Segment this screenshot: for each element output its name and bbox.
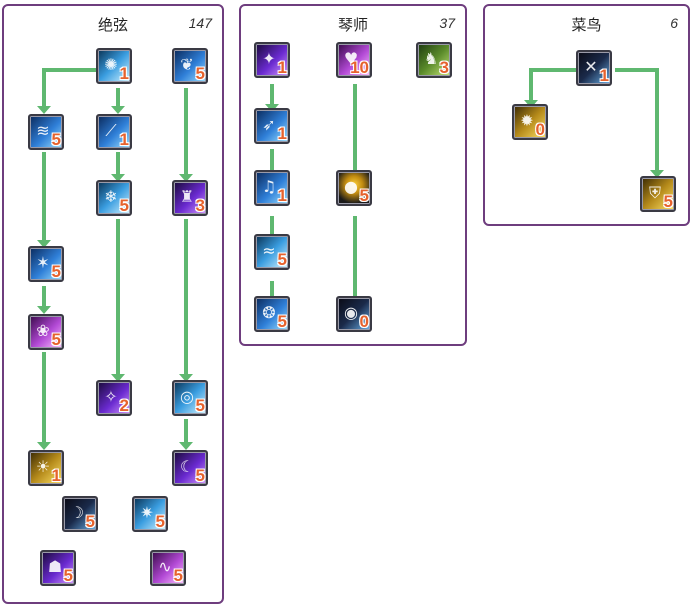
vortex-icon: ◎ [180,387,194,406]
sparkle-icon: ✷ [140,503,154,522]
skill-button[interactable]: ☾5 [172,450,208,486]
skill-level: 5 [63,566,73,585]
golden-aura-icon: ☀ [35,457,51,476]
skill-level: 0 [359,312,369,331]
ice-dash-icon: ➶ [262,115,276,134]
skill-button[interactable]: ●5 [336,170,372,206]
skill-level: 1 [277,124,287,143]
skill-level: 1 [277,186,287,205]
dancer-icon: ♜ [179,187,195,206]
skill-level: 5 [155,512,165,531]
skill-level: 5 [359,186,369,205]
skill-button[interactable]: ⛨5 [640,176,676,212]
panel-title: 菜鸟 [571,16,602,34]
skill-button[interactable]: ≈5 [254,234,290,270]
skill-level: 5 [195,396,205,415]
skill-level: 5 [277,250,287,269]
skill-level: 5 [51,262,61,281]
skill-level: 10 [350,58,369,77]
spirit-icon: ❂ [262,303,276,322]
moon-icon: ☽ [69,503,85,522]
skill-level: 3 [439,58,449,77]
skill-button[interactable]: ♞3 [416,42,452,78]
silk-ribbon-icon: ∿ [158,557,172,576]
skill-button[interactable]: ⟋1 [96,114,132,150]
skill-button[interactable]: ✷5 [132,496,168,532]
light-pillar-icon: ✧ [104,387,118,406]
skill-level: 5 [85,512,95,531]
skill-button[interactable]: ✦1 [254,42,290,78]
skill-level: 5 [195,64,205,83]
music-note-icon: ♫ [261,177,277,196]
skill-level: 5 [173,566,183,585]
skill-button[interactable]: ♫1 [254,170,290,206]
wind-swirl-icon: ≋ [36,121,50,140]
skill-tree-panel-1: 绝弦 147 [2,4,224,604]
skill-button[interactable]: ∿5 [150,550,186,586]
skill-level: 1 [119,130,129,149]
arcane-slash-icon: ✦ [262,49,276,68]
skill-button[interactable]: ✶5 [28,246,64,282]
skill-button[interactable]: ◎5 [172,380,208,416]
skill-level: 5 [51,130,61,149]
skill-button[interactable]: ☀1 [28,450,64,486]
blade-icon: ⟋ [105,121,117,140]
skill-level: 1 [51,466,61,485]
skill-button[interactable]: ✹0 [512,104,548,140]
panel-points: 37 [439,15,455,31]
skill-button[interactable]: ☗5 [40,550,76,586]
skill-button[interactable]: ♥10 [336,42,372,78]
skill-button[interactable]: ✺1 [96,48,132,84]
skill-level: 1 [599,66,609,85]
skill-level: 5 [119,196,129,215]
panel-points: 6 [670,15,678,31]
skill-level: 1 [277,58,287,77]
skill-button[interactable]: ❦5 [172,48,208,84]
skill-button[interactable]: ✧2 [96,380,132,416]
pink-flame-icon: ❀ [36,321,50,340]
skill-level: 1 [119,64,129,83]
ripple-icon: ◉ [344,303,358,322]
heart-icon: ♥ [343,49,359,68]
skill-button[interactable]: ♜3 [172,180,208,216]
leap-icon: ♞ [423,49,439,68]
cross-slash-icon: ✕ [584,57,598,76]
panel-points: 147 [188,15,212,31]
panel-title: 琴师 [337,16,368,34]
skill-button[interactable]: ☽5 [62,496,98,532]
thorn-icon: ✶ [36,253,50,272]
shadow-dancer-icon: ☾ [179,457,195,476]
connector-lines [37,68,193,450]
skill-level: 2 [119,396,129,415]
skill-button[interactable]: ❂5 [254,296,290,332]
wing-icon: ❦ [180,55,194,74]
panel-title: 绝弦 [97,16,128,34]
skill-button[interactable]: ≋5 [28,114,64,150]
skill-button[interactable]: ➶1 [254,108,290,144]
skill-level: 5 [277,312,287,331]
skill-button[interactable]: ❄5 [96,180,132,216]
wave-icon: ≈ [262,241,276,260]
skill-level: 5 [663,192,673,211]
golden-strike-icon: ✹ [520,111,534,130]
snowflake-icon: ❄ [104,187,118,206]
skill-button[interactable]: ❀5 [28,314,64,350]
golden-shield-icon: ⛨ [648,183,661,202]
skill-button[interactable]: ◉0 [336,296,372,332]
skill-button[interactable]: ✕1 [576,50,612,86]
golden-figure-icon: ● [344,177,358,196]
silhouette-icon: ☗ [47,557,63,576]
skill-level: 0 [535,120,545,139]
skill-level: 3 [195,196,205,215]
skill-level: 5 [195,466,205,485]
ice-burst-icon: ✺ [104,55,118,74]
skill-level: 5 [51,330,61,349]
